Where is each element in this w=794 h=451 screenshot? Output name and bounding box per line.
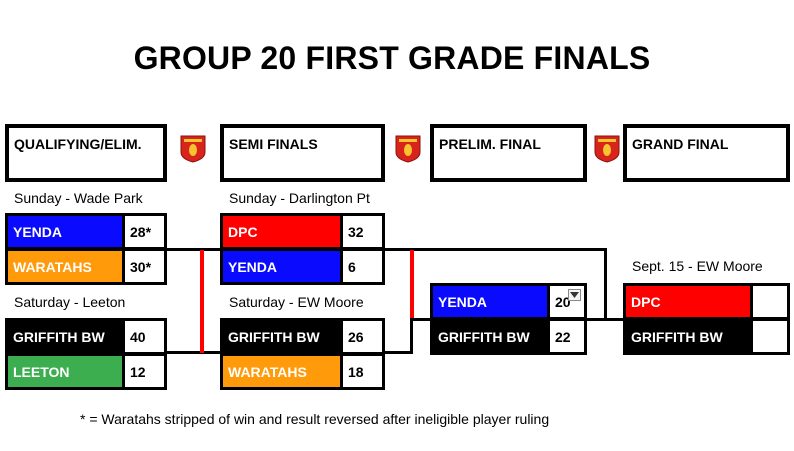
connector-red-line [200, 250, 204, 353]
team-cell: GRIFFITH BW [220, 318, 343, 355]
league-shield-icon [594, 135, 620, 163]
connector-line [585, 318, 626, 321]
header-qualifying: QUALIFYING/ELIM. [5, 124, 167, 182]
header-prelim-final: PRELIM. FINAL [430, 124, 587, 182]
score-cell: 40 [122, 318, 167, 355]
score-cell [750, 283, 790, 320]
score-cell: 28* [122, 213, 167, 250]
venue-semi-1: Sunday - Darlington Pt [229, 190, 370, 206]
venue-qualifying-1: Sunday - Wade Park [14, 190, 143, 206]
score-cell: 18 [340, 353, 385, 390]
team-cell: YENDA [220, 248, 343, 285]
team-cell: GRIFFITH BW [623, 318, 753, 355]
connector-red-line [410, 250, 414, 318]
score-cell[interactable]: 20 [547, 283, 587, 320]
dropdown-arrow-icon[interactable] [568, 289, 581, 301]
footnote: * = Waratahs stripped of win and result … [80, 411, 550, 427]
team-cell: WARATAHS [5, 248, 125, 285]
page-title: GROUP 20 FIRST GRADE FINALS [133, 40, 651, 76]
team-cell: DPC [623, 283, 753, 320]
score-cell: 12 [122, 353, 167, 390]
score-cell [750, 318, 790, 355]
score-cell: 6 [340, 248, 385, 285]
venue-grand-final: Sept. 15 - EW Moore [632, 258, 763, 274]
connector-line [604, 248, 607, 320]
score-value: 20 [555, 293, 571, 310]
venue-qualifying-2: Saturday - Leeton [14, 294, 126, 310]
score-cell: 30* [122, 248, 167, 285]
team-cell: DPC [220, 213, 343, 250]
score-cell: 32 [340, 213, 385, 250]
team-cell: GRIFFITH BW [5, 318, 125, 355]
league-shield-icon [180, 135, 206, 163]
connector-line [410, 318, 433, 321]
connector-line [165, 248, 223, 251]
team-cell: LEETON [5, 353, 125, 390]
team-cell: YENDA [5, 213, 125, 250]
team-cell: GRIFFITH BW [430, 318, 550, 355]
score-cell: 26 [340, 318, 385, 355]
venue-semi-2: Saturday - EW Moore [229, 294, 364, 310]
connector-line [165, 351, 223, 354]
league-shield-icon [395, 135, 421, 163]
connector-line [410, 318, 413, 354]
team-cell: YENDA [430, 283, 550, 320]
team-cell: WARATAHS [220, 353, 343, 390]
connector-line [383, 351, 413, 354]
score-cell: 22 [547, 318, 587, 355]
header-semi-finals: SEMI FINALS [220, 124, 385, 182]
connector-line [383, 248, 607, 251]
header-grand-final: GRAND FINAL [623, 124, 790, 182]
